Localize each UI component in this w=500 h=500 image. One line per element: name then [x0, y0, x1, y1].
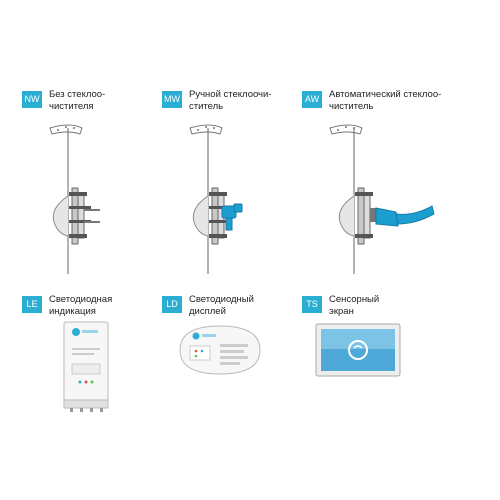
led-panel-icon [63, 321, 109, 412]
porthole-no-wiper-icon [49, 124, 100, 274]
option-code-badge: AW [302, 91, 322, 108]
option-code-badge: NW [22, 91, 42, 108]
option-label-line: Без стеклоо- [49, 89, 106, 100]
option-label-line: Автоматический стеклоо- [329, 89, 442, 100]
touch-screen-icon [315, 323, 401, 377]
option-label-line: ститель [189, 101, 224, 112]
option-label: Сенсорный экран [329, 294, 379, 318]
option-code-badge: LE [22, 296, 42, 313]
option-label-line: Ручной стеклоочи- [189, 89, 272, 100]
option-label-line: индикация [49, 306, 96, 317]
option-label: Ручной стеклоочи- ститель [189, 89, 271, 113]
option-code-badge: MW [162, 91, 182, 108]
porthole-auto-wiper-icon [329, 124, 435, 274]
option-label: Светодиодный дисплей [189, 294, 254, 318]
led-display-icon [179, 325, 261, 375]
option-label-line: Сенсорный [329, 294, 380, 305]
option-label-line: чистителя [49, 101, 94, 112]
option-label: Без стеклоо- чистителя [49, 89, 105, 113]
option-code-badge: LD [162, 296, 182, 313]
option-label-line: чиститель [329, 101, 374, 112]
option-label: Светодиодная индикация [49, 294, 112, 318]
option-label-line: Светодиодный [189, 294, 254, 305]
porthole-manual-wiper-icon [189, 124, 243, 274]
option-label: Автоматический стеклоо- чиститель [329, 89, 441, 113]
option-label-line: экран [329, 306, 354, 317]
option-code-badge: TS [302, 296, 322, 313]
option-label-line: дисплей [189, 306, 226, 317]
option-label-line: Светодиодная [49, 294, 113, 305]
